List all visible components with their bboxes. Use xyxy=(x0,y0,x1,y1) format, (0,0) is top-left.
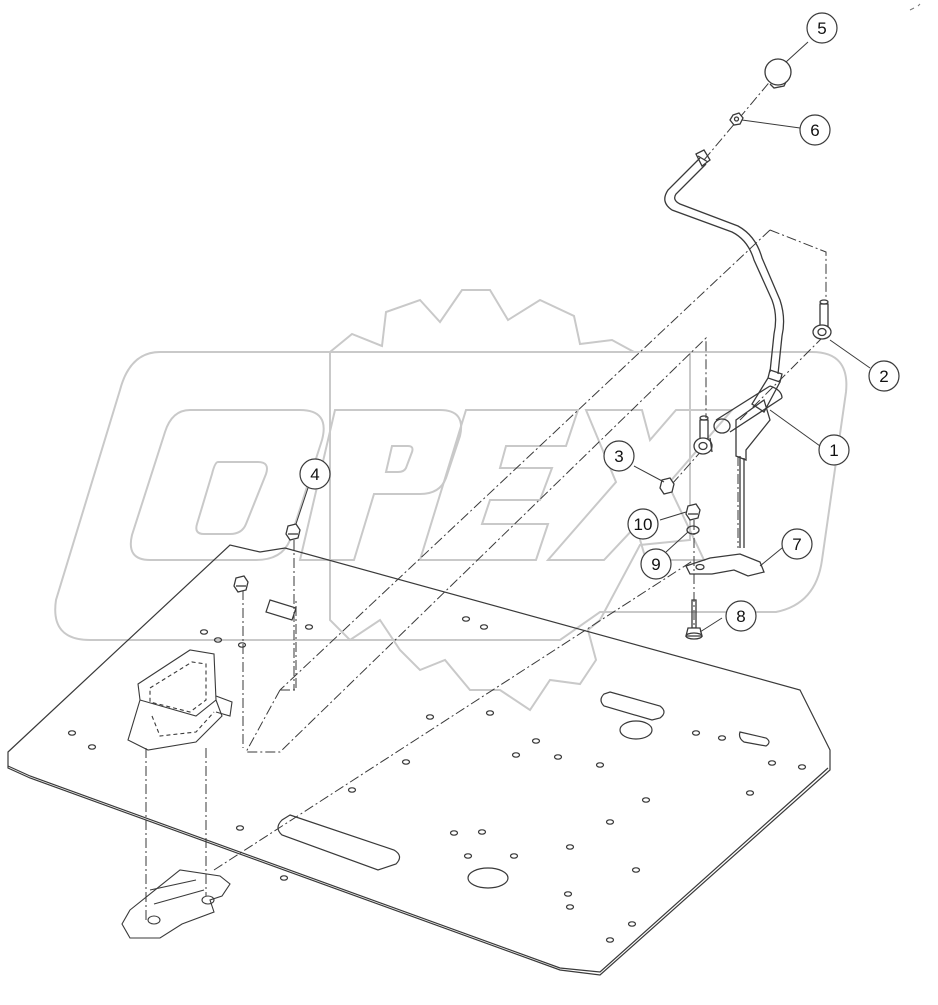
svg-text:7: 7 xyxy=(792,535,801,554)
svg-text:5: 5 xyxy=(817,19,826,38)
watermark-gear-outline xyxy=(329,289,691,712)
callout-2: 2 xyxy=(868,360,900,392)
nut-part-3 xyxy=(659,477,675,495)
watermark-letter-o xyxy=(129,409,325,561)
centerline-loop xyxy=(245,336,707,753)
leader-1 xyxy=(769,409,821,447)
floor-plate xyxy=(7,544,831,976)
floor-slot-front xyxy=(277,814,401,871)
leader-9 xyxy=(665,531,689,553)
bracket-tab xyxy=(215,695,233,717)
leader-5 xyxy=(785,41,809,63)
lever-mounting-plate xyxy=(735,398,771,461)
lever-pivot-tube xyxy=(715,385,783,433)
svg-text:9: 9 xyxy=(651,555,660,574)
lower-nut xyxy=(233,575,249,593)
floor-slot-small xyxy=(738,731,770,747)
centerline-diagonal-plate xyxy=(213,559,695,871)
nut-part-10 xyxy=(685,503,701,521)
svg-text:2: 2 xyxy=(879,367,888,386)
floor-hole-large-1 xyxy=(619,720,653,740)
lower-bracket-assembly xyxy=(121,649,233,939)
leader-7 xyxy=(759,547,783,567)
foot-plate-hole-1 xyxy=(147,915,161,925)
shift-lever-assembly xyxy=(233,58,832,640)
stop-plate-hole xyxy=(695,563,705,571)
watermark-letter-e xyxy=(418,409,580,561)
callout-4: 4 xyxy=(299,458,331,490)
callout-10: 10 xyxy=(627,508,659,540)
lever-rod-lower-sleeve xyxy=(751,369,783,413)
leader-6 xyxy=(741,119,801,129)
floor-plate-inner-edge xyxy=(7,765,829,973)
knob-ball xyxy=(764,58,792,86)
svg-text:10: 10 xyxy=(634,515,653,534)
upper-bracket xyxy=(127,649,223,751)
lever-rod-part-1 xyxy=(664,157,785,375)
nut-part-4 xyxy=(285,523,301,541)
jam-nut-part-6 xyxy=(729,112,744,126)
centerline-long-diagonal xyxy=(279,229,771,691)
lever-pivot-tube-end xyxy=(713,418,731,434)
leader-4 xyxy=(295,487,309,525)
lever-mounting-plate-leg xyxy=(739,456,745,548)
callout-6: 6 xyxy=(799,114,831,146)
floor-plate-outline xyxy=(7,544,831,976)
knob-part-5 xyxy=(764,58,792,89)
leader-2 xyxy=(829,339,871,369)
washer-part-9 xyxy=(686,525,700,535)
foot-plate-hole-2 xyxy=(201,895,215,905)
floor-bolt-holes xyxy=(67,616,807,943)
svg-text:4: 4 xyxy=(310,465,319,484)
assembly-center-lines xyxy=(145,71,827,920)
bolt-part-8 xyxy=(685,599,703,640)
stop-plate-part-7 xyxy=(685,553,765,577)
leader-3 xyxy=(633,465,665,483)
knob-neck xyxy=(769,81,787,89)
floor-slot-left xyxy=(265,599,297,621)
watermark-badge-outline xyxy=(54,351,848,641)
foot-plate xyxy=(121,869,231,939)
corner-marks xyxy=(909,3,921,11)
opex-watermark xyxy=(54,289,848,712)
callout-1: 1 xyxy=(818,434,850,466)
foot-plate-ribs xyxy=(149,879,205,905)
callout-balloons: 5 6 2 1 3 4 10 9 xyxy=(299,12,900,632)
callout-3: 3 xyxy=(603,440,635,472)
svg-text:6: 6 xyxy=(810,121,819,140)
pivot-bolt-part-2 xyxy=(812,299,832,340)
callout-5: 5 xyxy=(806,12,838,44)
floor-slot-rear-right xyxy=(600,691,665,721)
svg-text:8: 8 xyxy=(736,607,745,626)
callout-8: 8 xyxy=(725,600,757,632)
leader-10 xyxy=(659,511,687,521)
svg-text:3: 3 xyxy=(614,447,623,466)
callout-9: 9 xyxy=(640,548,672,580)
lever-rod-threaded-tip xyxy=(695,149,711,167)
callout-7: 7 xyxy=(781,528,813,560)
svg-text:1: 1 xyxy=(829,441,838,460)
leader-lines xyxy=(295,41,871,633)
centerline-shift-rod xyxy=(769,229,827,300)
floor-hole-large-2 xyxy=(467,867,509,889)
upper-bracket-inner xyxy=(149,661,215,737)
pivot-bushing xyxy=(693,415,713,455)
leader-8 xyxy=(699,617,723,633)
